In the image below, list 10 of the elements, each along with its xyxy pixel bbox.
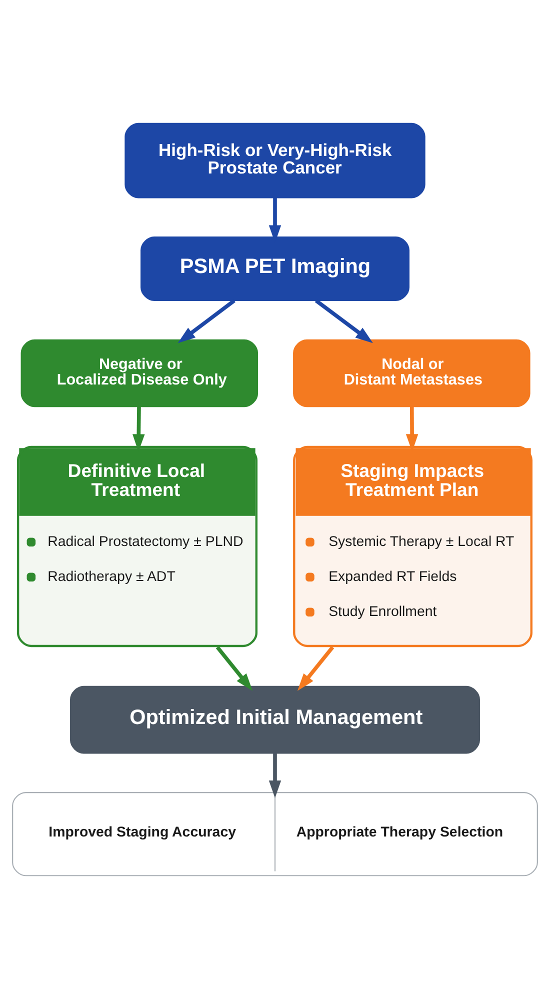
arrow bbox=[268, 753, 282, 798]
arrow bbox=[314, 299, 373, 344]
arrow bbox=[178, 299, 236, 344]
node-box: PSMA PET Imaging bbox=[140, 236, 410, 302]
arrow bbox=[297, 646, 334, 691]
arrow bbox=[216, 646, 253, 691]
node-box: Negative or Localized Disease Only bbox=[20, 339, 258, 408]
node-box: High-Risk or Very-High-Risk Prostate Cancer bbox=[124, 122, 426, 198]
node-box: Optimized Initial Management bbox=[70, 686, 480, 754]
node-box: Nodal or Distant Metastases bbox=[293, 339, 530, 408]
